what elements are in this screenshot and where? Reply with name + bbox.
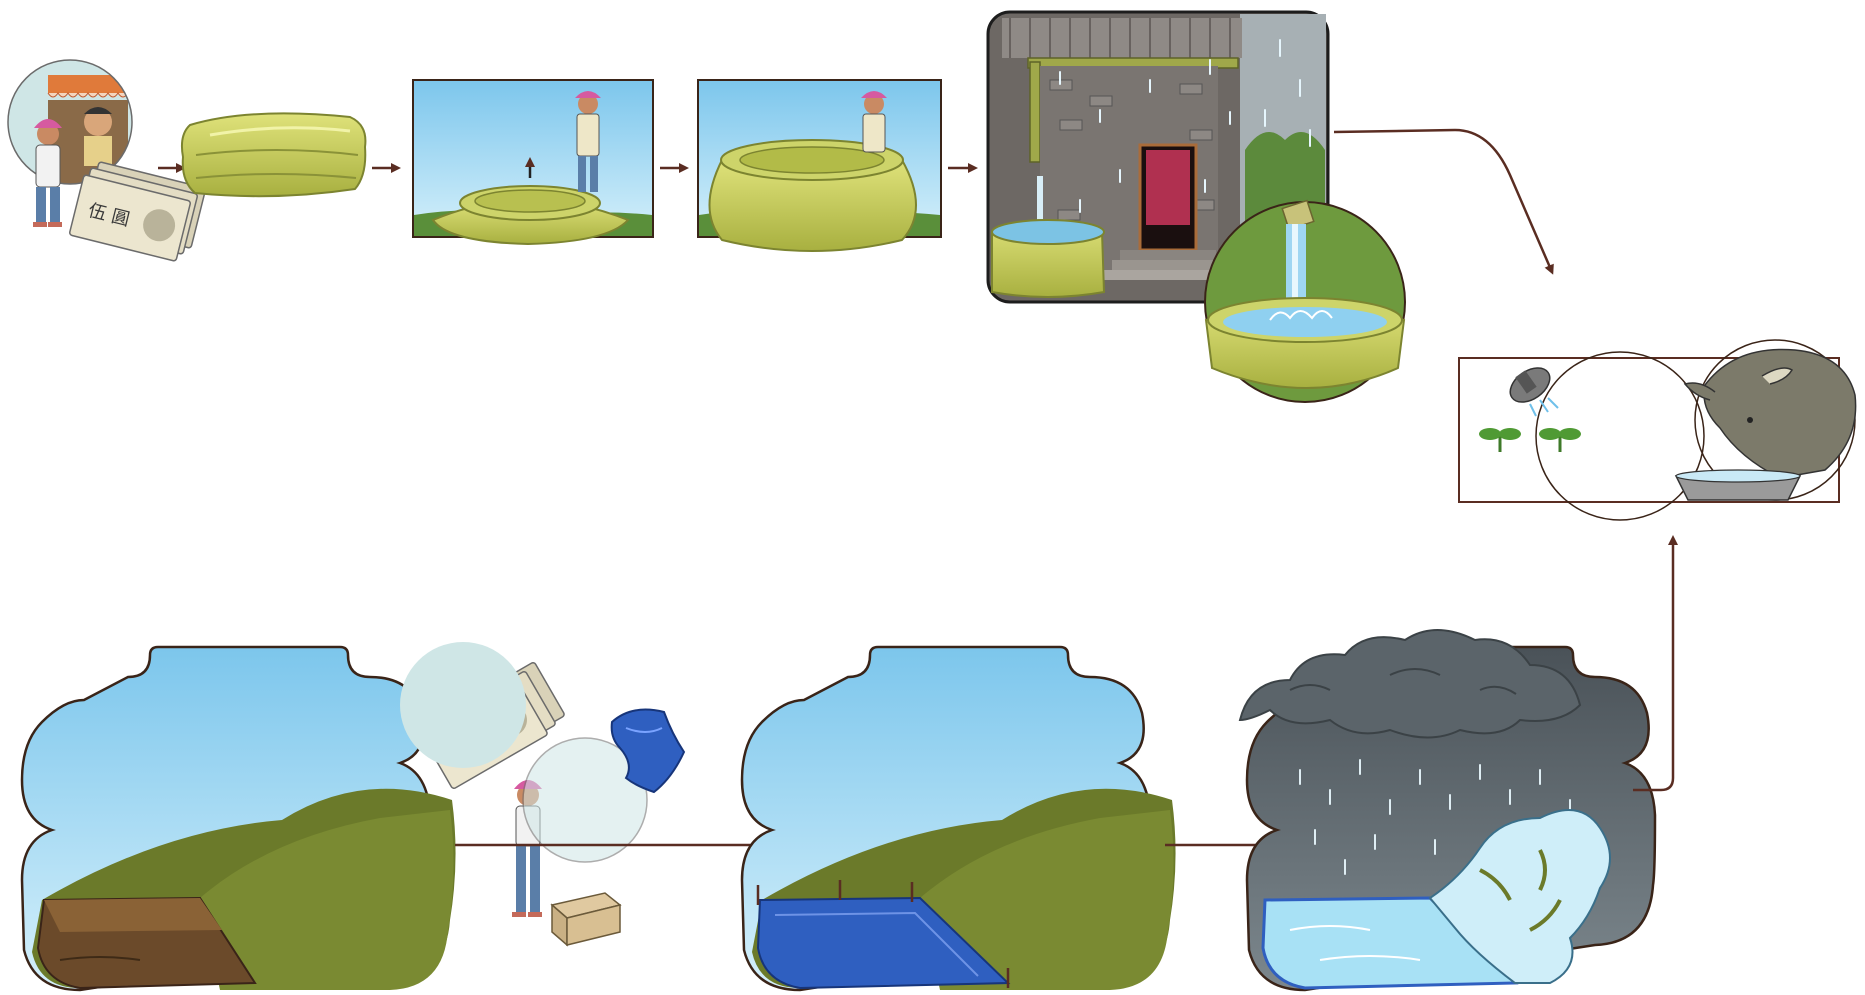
water-spout-icon <box>1205 201 1405 402</box>
tank-erected-panel <box>698 80 941 251</box>
tarp-lined-panel <box>742 647 1176 990</box>
shop-purchase-scene: 伍 圓 <box>0 58 206 261</box>
person-icon <box>861 91 887 152</box>
cardboard-box-icon <box>552 893 620 945</box>
person-icon <box>33 119 62 227</box>
usage-results-box <box>1459 340 1860 529</box>
water-trough-icon <box>1676 470 1800 500</box>
folded-tank-icon <box>182 113 365 196</box>
collapsible-tank-icon <box>710 140 917 251</box>
tank-setup-panel <box>413 80 653 244</box>
storm-fill-panel <box>1240 630 1655 990</box>
pit-dug-panel <box>22 647 456 990</box>
